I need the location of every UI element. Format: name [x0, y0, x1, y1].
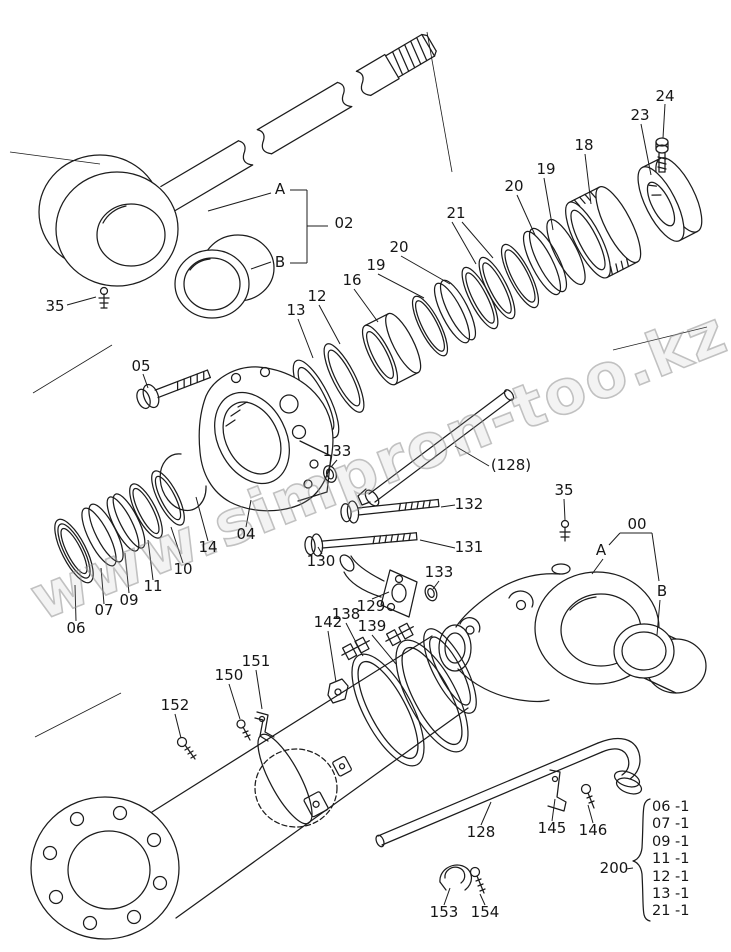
o-ring-133-upper: [323, 465, 337, 483]
part-callout: 145: [537, 819, 567, 838]
part-callout: 133: [322, 442, 352, 461]
part-callout: A: [595, 541, 607, 560]
bolt-131: [304, 532, 418, 557]
part-callout: 152: [160, 696, 190, 715]
pipe-128-lower: [375, 737, 643, 848]
clamp-151: [254, 711, 275, 742]
part-callout: 151: [241, 652, 271, 671]
parts-list-brace: [632, 798, 651, 922]
part-callout: 131: [454, 538, 484, 557]
part-callout: 133: [424, 563, 454, 582]
part-callout: 153: [429, 903, 459, 922]
leader-lines: [66, 103, 666, 906]
part-callout: 150: [214, 666, 244, 685]
part-callout: 129: [356, 597, 386, 616]
grease-fitting-35-right: [559, 519, 571, 542]
band-clamp-139: [385, 622, 469, 753]
cylinder-head-casting-04: [198, 366, 334, 512]
part-callout: B: [274, 253, 286, 272]
part-callout: 142: [313, 613, 343, 632]
part-callout: A: [274, 180, 286, 199]
part-callout: 21: [446, 204, 466, 223]
screw-154: [469, 866, 486, 894]
ref-bracket-00: [608, 532, 660, 582]
parts-list-item: 11 -1: [652, 851, 690, 868]
parts-list-item: 07 -1: [652, 816, 690, 833]
parts-list-item: 21 -1: [652, 903, 690, 920]
part-callout: 16: [342, 271, 362, 290]
part-callout: 35: [45, 297, 65, 316]
part-callout: 11: [143, 577, 163, 596]
part-callout: 12: [307, 287, 327, 306]
parts-list-item: 12 -1: [652, 868, 690, 885]
part-callout: 19: [536, 160, 556, 179]
gland-seal-stack: [292, 137, 703, 439]
bolt-132: [340, 498, 440, 524]
screw-152: [176, 736, 197, 760]
head-bushing-b: [613, 623, 707, 694]
piston-rod: [38, 33, 437, 309]
clamp-bracket-142: [327, 678, 349, 704]
part-callout: 130: [306, 552, 336, 571]
band-clamp-138: [341, 636, 425, 767]
part-callout: 06: [66, 619, 86, 638]
gland-18: [565, 186, 642, 279]
part-callout: 24: [655, 87, 675, 106]
part-callout: (128): [490, 456, 532, 475]
cylinder-tube: [30, 628, 477, 940]
screw-150: [236, 719, 251, 741]
ref-bracket-02: [207, 189, 328, 270]
part-callout: 19: [366, 256, 386, 275]
grease-fitting-35-left: [98, 286, 110, 309]
sleeve-16: [361, 312, 422, 386]
part-callout: 146: [578, 821, 608, 840]
part-callout: 20: [504, 177, 524, 196]
part-callout: 04: [236, 525, 256, 544]
parts-group-label: 200: [599, 859, 629, 878]
parts-list-item: 09 -1: [652, 833, 690, 850]
part-callout: 18: [574, 136, 594, 155]
frame-lines: [9, 31, 708, 738]
pipe-128-upper: [357, 389, 515, 507]
part-callout: 35: [554, 481, 574, 500]
part-callout: B: [656, 582, 668, 601]
seal-kit-stack-left: [54, 453, 207, 584]
part-callout: 09: [119, 591, 139, 610]
clamp-153: [439, 864, 473, 891]
screw-24: [655, 137, 669, 173]
part-callout: 05: [131, 357, 151, 376]
part-callout: 10: [173, 560, 193, 579]
part-callout: 128: [466, 823, 496, 842]
rod-bushing-02: [174, 234, 275, 319]
part-callout: 138: [331, 605, 361, 624]
gland-nut-23: [637, 157, 703, 242]
part-callout: 154: [470, 903, 500, 922]
part-callout: 139: [357, 617, 387, 636]
part-callout: 23: [630, 106, 650, 125]
part-callout: 13: [286, 301, 306, 320]
o-ring-133-lower: [424, 584, 438, 602]
part-callout: 14: [198, 538, 218, 557]
clamp-145: [547, 769, 567, 812]
tube-bracket: [303, 791, 329, 818]
elbow-fitting-129: [339, 554, 418, 618]
part-callout: 02: [334, 214, 354, 233]
part-callout: 07: [94, 601, 114, 620]
parts-list-item: 06 -1: [652, 799, 690, 815]
part-callout: 20: [389, 238, 409, 257]
part-callout: 00: [627, 515, 647, 534]
tube-bracket: [332, 755, 352, 777]
screw-146: [580, 783, 595, 809]
parts-list-item: 13 -1: [652, 885, 690, 902]
part-callout: 132: [454, 495, 484, 514]
